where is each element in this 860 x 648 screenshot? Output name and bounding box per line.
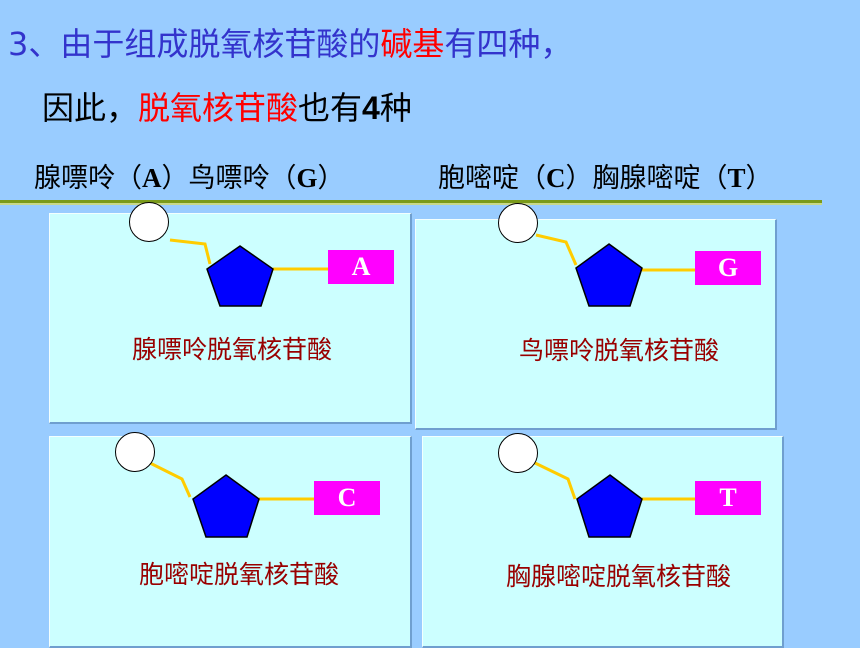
base-badge-a: A	[328, 250, 394, 284]
nucleotide-panel-c: C 胞嘧啶脱氧核苷酸	[49, 432, 412, 648]
base-letter-a: A	[142, 163, 162, 193]
nucleotide-panel-t: T 胸腺嘧啶脱氧核苷酸	[422, 433, 784, 648]
phosphate-circle-g	[498, 203, 538, 243]
heading-line-1-highlight: 碱基	[380, 25, 445, 63]
phosphate-circle-a	[129, 202, 169, 242]
phosphate-bond-c	[149, 461, 192, 498]
base-name-a: 腺嘌呤	[34, 163, 115, 194]
sugar-pentagon-c	[192, 474, 260, 538]
heading-line-2-prefix: 因此，	[42, 89, 139, 127]
base-list-purines: 腺嘌呤（A）鸟嘌呤（G）	[34, 163, 345, 194]
heading-line-1-suffix: 有四种，	[444, 25, 573, 63]
nucleotide-diagram-a	[169, 238, 328, 307]
base-letter-g: G	[296, 163, 318, 193]
heading-line-2-suffix: 种	[379, 89, 412, 127]
base-name-t: 胸腺嘧啶	[592, 163, 701, 194]
base-letter-c: C	[546, 163, 566, 193]
nucleotide-panel-g: G 鸟嘌呤脱氧核苷酸	[415, 203, 777, 430]
panel-caption-a: 腺嘌呤脱氧核苷酸	[132, 335, 333, 364]
heading-line-1: 3、由于组成脱氧核苷酸的碱基有四种，	[8, 24, 572, 64]
nucleotide-diagram-g	[535, 233, 695, 307]
phosphate-circle-t	[498, 433, 538, 473]
heading-line-2-number: 4	[362, 90, 380, 126]
nucleotide-panel-a: A 腺嘌呤脱氧核苷酸	[49, 202, 412, 424]
panel-caption-g: 鸟嘌呤脱氧核苷酸	[519, 336, 720, 365]
base-badge-g: G	[695, 251, 761, 285]
base-name-c: 胞嘧啶	[438, 163, 519, 194]
base-letter-t: T	[727, 163, 746, 193]
phosphate-bond-t	[534, 461, 577, 500]
divider-line-highlight	[0, 203, 822, 205]
sugar-pentagon-g	[575, 243, 643, 307]
phosphate-bond-a	[169, 238, 212, 265]
base-list-pyrimidines: 胞嘧啶（C）胸腺嘧啶（T）	[438, 163, 773, 194]
phosphate-bond-g	[535, 233, 578, 266]
sugar-pentagon-a	[206, 245, 274, 307]
heading-line-2-middle: 也有	[298, 89, 363, 127]
panel-caption-t: 胸腺嘧啶脱氧核苷酸	[506, 562, 732, 591]
heading-line-2-highlight: 脱氧核苷酸	[138, 89, 299, 127]
base-badge-t: T	[695, 481, 761, 515]
heading-line-1-prefix: 3、由于组成脱氧核苷酸的	[8, 25, 381, 63]
divider-line	[0, 200, 822, 203]
panel-caption-c: 胞嘧啶脱氧核苷酸	[139, 560, 340, 589]
sugar-pentagon-t	[576, 474, 643, 538]
nucleotide-diagram-t	[534, 461, 695, 538]
heading-line-2: 因此，脱氧核苷酸也有4种	[42, 86, 412, 130]
phosphate-circle-c	[115, 432, 155, 472]
base-badge-c: C	[314, 481, 380, 515]
nucleotide-diagram-c	[149, 461, 314, 538]
base-name-g: 鸟嘌呤	[188, 163, 270, 194]
